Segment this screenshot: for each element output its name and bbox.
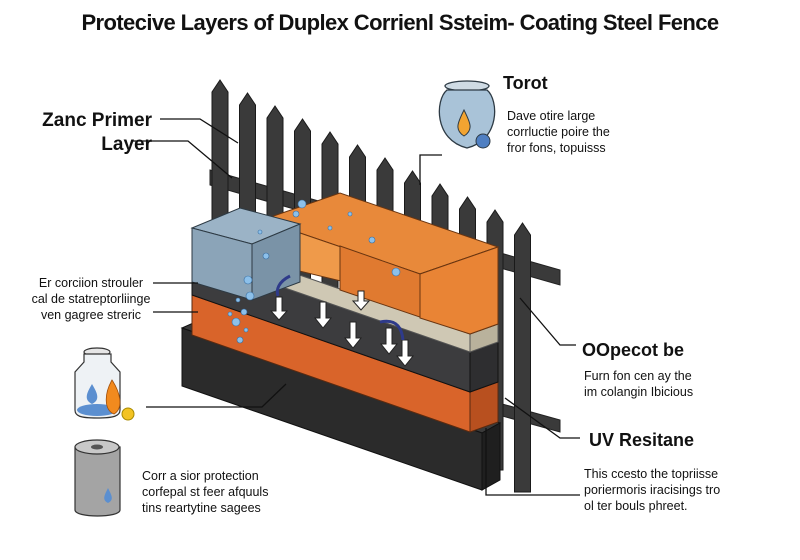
water-droplets — [227, 199, 401, 344]
text-line: Corr a sior protection — [142, 469, 259, 483]
text-line: ol ter bouls phreet. — [584, 499, 688, 513]
orange-top-block — [260, 192, 500, 335]
zinc-blue-block — [190, 207, 302, 301]
water-droplet — [292, 210, 300, 218]
label-torot-heading: Torot — [503, 73, 548, 93]
text-line: poriermoris iracisings tro — [584, 483, 721, 497]
diagram-title: Protecive Layers of Duplex Corrienl Sste… — [81, 10, 719, 35]
label-er-corcion: Er corciion strouler cal de statreptorli… — [26, 275, 156, 323]
text-line: ven gagree streric — [40, 308, 142, 322]
text-line: tins reartytine sagees — [142, 501, 261, 515]
flow-arrows — [269, 290, 415, 367]
leader-lines — [133, 118, 580, 496]
water-droplet — [347, 211, 353, 217]
label-zinc-primer-line2: Layer — [101, 134, 152, 155]
water-droplet — [227, 311, 233, 317]
text-line: cal de statreptorliinge — [31, 292, 151, 306]
water-droplet — [245, 291, 255, 301]
text-line: fror fons, topuisss — [507, 141, 606, 155]
text-line: This ccesto the topriisse — [584, 467, 719, 481]
text-line: corrluctie poire the — [507, 125, 610, 139]
water-droplet — [391, 267, 401, 277]
label-zinc-primer-layer: Zanc Primer Layer — [40, 109, 152, 157]
water-droplet — [257, 229, 263, 235]
water-droplet — [235, 297, 241, 303]
text-line: Furn fon cen ay the — [584, 369, 692, 383]
text-line: corfepal st feer afquuls — [142, 485, 269, 499]
water-droplet — [327, 225, 333, 231]
label-corrosion-protection: Corr a sior protection corfepal st feer … — [142, 468, 268, 516]
label-uv-body: This ccesto the topriisse poriermoris ir… — [584, 466, 720, 514]
label-torot-body: Dave otire large corrluctie poire the fr… — [507, 108, 610, 156]
label-oopecot-body: Furn fon cen ay the im colangin Ibicious — [584, 368, 693, 400]
zinc-spool-icon — [74, 439, 121, 517]
water-droplet — [297, 199, 307, 209]
water-droplet — [240, 308, 248, 316]
water-droplet — [231, 317, 241, 327]
jar-icon — [438, 80, 496, 149]
water-droplet — [243, 275, 253, 285]
label-zinc-primer-line1: Zanc Primer — [42, 110, 152, 131]
water-droplet — [236, 336, 244, 344]
text-line: Er corciion strouler — [38, 276, 144, 290]
fence-picket — [514, 222, 531, 493]
curved-arrows — [275, 274, 405, 341]
water-droplet — [243, 327, 249, 333]
text-line: Dave otire large — [507, 109, 596, 123]
label-oopecot-heading: OOpecot be — [582, 340, 685, 360]
bottle-icon — [74, 347, 135, 421]
text-line: im colangin Ibicious — [584, 385, 694, 399]
water-droplet — [368, 236, 376, 244]
label-uv-heading: UV Resitane — [589, 430, 695, 450]
water-droplet — [262, 252, 270, 260]
